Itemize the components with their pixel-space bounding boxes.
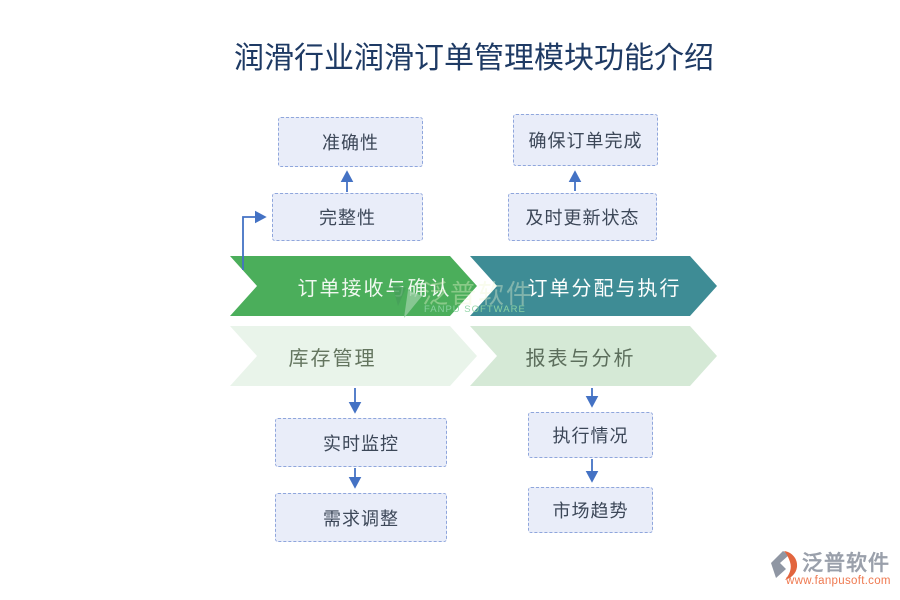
box-timely-status-update: 及时更新状态 (508, 193, 657, 241)
fanpu-logo-icon (771, 551, 798, 580)
box-execution-status: 执行情况 (528, 412, 653, 458)
box-accuracy-label: 准确性 (322, 133, 379, 153)
box-market-trends: 市场趋势 (528, 487, 653, 533)
banner-order-receipt-confirmation: 订单接收与确认 (230, 256, 477, 316)
box-execution-status-label: 执行情况 (552, 426, 629, 446)
footer-brand-url: www.fanpusoft.com (786, 575, 891, 587)
banner-order-allocation-execution: 订单分配与执行 (470, 256, 717, 316)
footer-brand-name: 泛普软件 (802, 551, 890, 575)
box-accuracy: 准确性 (278, 117, 423, 167)
box-market-trends-label: 市场趋势 (552, 501, 629, 521)
banner-order-receipt-confirmation-label: 订单接收与确认 (297, 277, 452, 300)
box-timely-status-update-label: 及时更新状态 (525, 208, 640, 228)
box-demand-adjustment: 需求调整 (275, 493, 447, 542)
box-ensure-order-completion-label: 确保订单完成 (528, 131, 643, 151)
box-demand-adjustment-label: 需求调整 (323, 508, 399, 529)
banner-reports-analysis-label: 报表与分析 (525, 347, 636, 370)
box-completeness: 完整性 (272, 193, 423, 241)
page-title: 润滑行业润滑订单管理模块功能介绍 (234, 42, 714, 75)
box-realtime-monitoring: 实时监控 (275, 418, 447, 467)
box-completeness-label: 完整性 (319, 208, 376, 228)
box-realtime-monitoring-label: 实时监控 (323, 433, 399, 454)
banner-order-allocation-execution-label: 订单分配与执行 (527, 277, 682, 300)
box-ensure-order-completion: 确保订单完成 (513, 114, 658, 166)
banner-reports-analysis: 报表与分析 (470, 326, 717, 386)
banner-inventory-management: 库存管理 (230, 326, 477, 386)
footer-brand-logo: 泛普软件 www.fanpusoft.com (770, 549, 900, 595)
banner-inventory-management-label: 库存管理 (288, 347, 377, 370)
